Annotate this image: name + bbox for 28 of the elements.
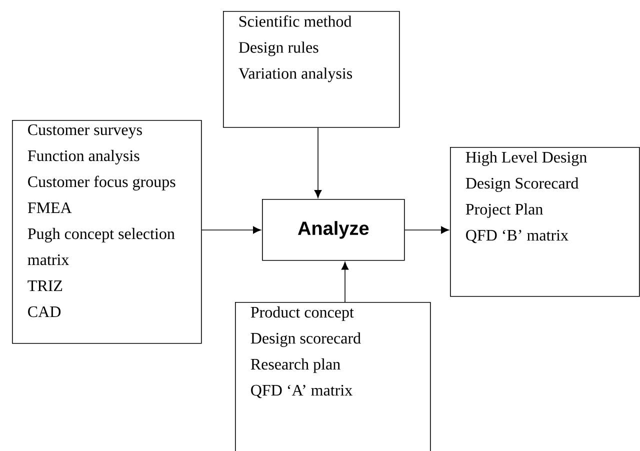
list-item: Customer surveys	[28, 124, 142, 138]
process-box	[262, 199, 405, 261]
list-item: QFD ‘A’ matrix	[251, 384, 352, 398]
list-item: Design scorecard	[250, 332, 361, 347]
arrow	[341, 262, 349, 302]
list-box	[12, 120, 202, 344]
list-item: Variation analysis	[238, 68, 352, 82]
list-item: Research plan	[250, 358, 340, 373]
list-item: CAD	[28, 306, 61, 318]
box-label: Analyze	[298, 221, 369, 239]
arrow	[404, 226, 449, 234]
list-item: QFD ‘B’ matrix	[466, 230, 568, 244]
list-item: Project Plan	[466, 203, 543, 218]
list-item: Pugh concept selection matrix	[28, 228, 175, 266]
list-item: Customer focus groups	[28, 176, 176, 190]
list-item: Function analysis	[28, 150, 140, 164]
list-box	[450, 147, 640, 297]
list-item: Design Scorecard	[466, 177, 578, 192]
list-item: Scientific method	[239, 15, 352, 27]
list-box	[223, 11, 400, 128]
list-item: High Level Design	[466, 151, 587, 166]
arrow	[314, 127, 322, 198]
list-item: TRIZ	[28, 280, 62, 291]
list-item: Design rules	[238, 42, 318, 56]
list-item: FMEA	[28, 202, 72, 213]
list-box	[235, 302, 431, 451]
arrow	[201, 226, 261, 234]
list-item: Product concept	[250, 306, 354, 321]
